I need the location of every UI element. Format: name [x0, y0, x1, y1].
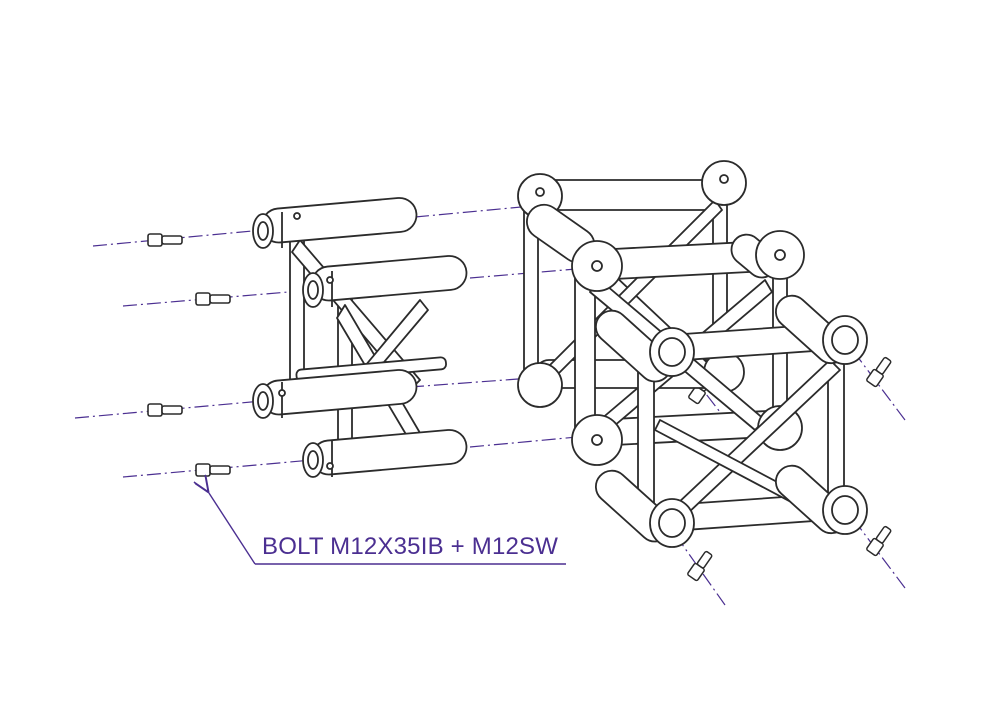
callout-leader	[207, 490, 566, 565]
truss-corner-block	[517, 160, 868, 548]
bolt-callout-label: BOLT M12X35IB + M12SW	[262, 533, 559, 560]
angled-bolt-icon	[687, 356, 892, 582]
truss-segment-left	[252, 197, 468, 478]
bolt-icon	[147, 233, 231, 477]
